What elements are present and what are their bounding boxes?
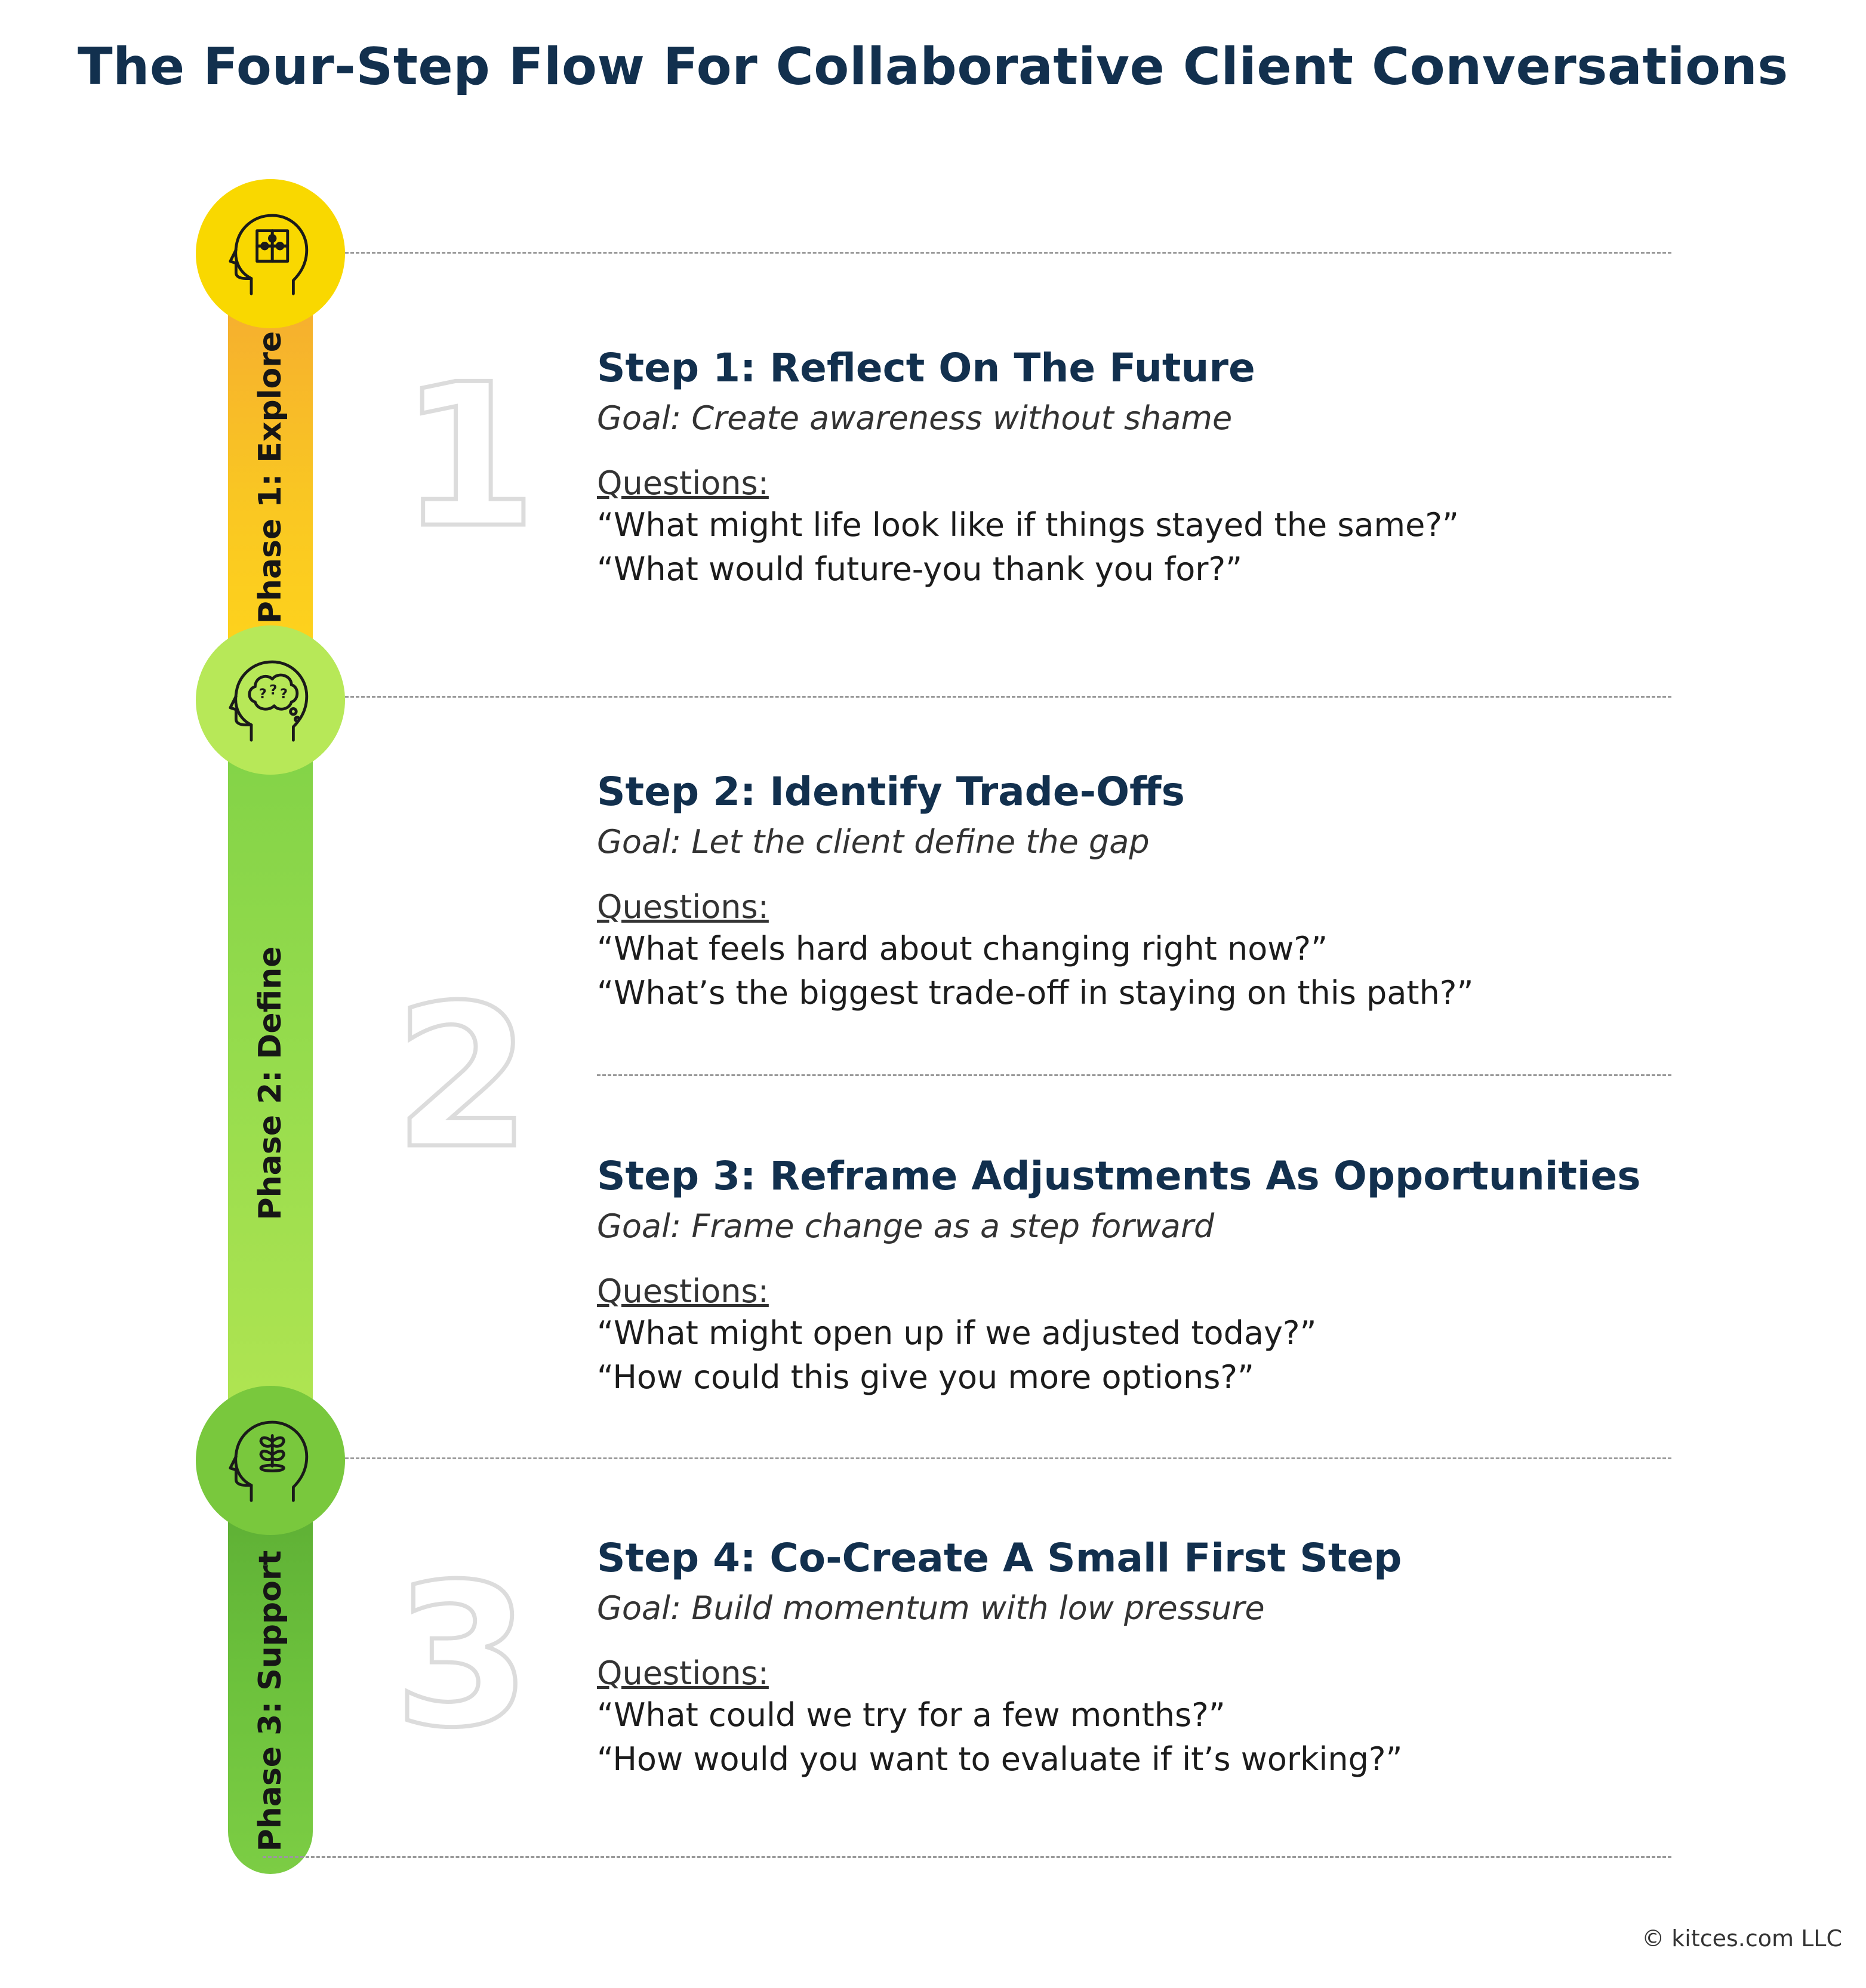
- questions-label: Questions:: [597, 1272, 769, 1310]
- divider: [345, 696, 1671, 698]
- head-puzzle-icon: [229, 214, 309, 295]
- divider: [345, 252, 1671, 254]
- question: “What might open up if we adjusted today…: [597, 1314, 1317, 1352]
- phase-circle-explore: [196, 179, 345, 328]
- phase-label-explore: Phase 1: Explore: [253, 331, 288, 624]
- step-2: Step 2: Identify Trade-Offs Goal: Let th…: [597, 769, 1767, 1016]
- head-sprout-icon: [229, 1420, 309, 1502]
- step-goal: Goal: Create awareness without shame: [597, 399, 1233, 437]
- phase-label-support: Phase 3: Support: [253, 1550, 288, 1852]
- step-goal: Goal: Frame change as a step forward: [597, 1207, 1215, 1245]
- step-3: Step 3: Reframe Adjustments As Opportuni…: [597, 1153, 1767, 1401]
- phase-bar-define: [228, 680, 313, 1444]
- phase-circle-support: [196, 1386, 345, 1535]
- question: “What’s the biggest trade-off in staying…: [597, 974, 1474, 1012]
- question: “What might life look like if things sta…: [597, 506, 1459, 544]
- step-goal: Goal: Build momentum with low pressure: [597, 1589, 1265, 1627]
- svg-text:?: ?: [280, 686, 288, 702]
- divider: [597, 1074, 1671, 1076]
- divider: [263, 1856, 1671, 1858]
- divider: [345, 1457, 1671, 1459]
- questions-label: Questions:: [597, 464, 769, 502]
- phase-number-3: 3: [392, 1542, 534, 1771]
- step-4: Step 4: Co-Create A Small First Step Goa…: [597, 1535, 1767, 1783]
- question: “What feels hard about changing right no…: [597, 930, 1328, 967]
- question: “What would future-you thank you for?”: [597, 550, 1243, 588]
- phase-circle-define: ???: [196, 625, 345, 775]
- question: “What could we try for a few months?”: [597, 1696, 1225, 1734]
- phase-number-2: 2: [392, 963, 534, 1192]
- phase-label-define: Phase 2: Define: [253, 946, 288, 1220]
- step-title: Step 4: Co-Create A Small First Step: [597, 1535, 1402, 1581]
- page-title: The Four-Step Flow For Collaborative Cli…: [78, 37, 1788, 97]
- step-title: Step 1: Reflect On The Future: [597, 345, 1255, 391]
- svg-text:?: ?: [259, 686, 267, 702]
- step-1: Step 1: Reflect On The Future Goal: Crea…: [597, 345, 1767, 593]
- step-goal: Goal: Let the client define the gap: [597, 823, 1150, 861]
- phase-number-1: 1: [398, 342, 540, 571]
- step-title: Step 2: Identify Trade-Offs: [597, 769, 1185, 815]
- question: “How could this give you more options?”: [597, 1358, 1254, 1396]
- svg-text:?: ?: [269, 682, 277, 698]
- questions-label: Questions:: [597, 1654, 769, 1692]
- step-title: Step 3: Reframe Adjustments As Opportuni…: [597, 1153, 1641, 1199]
- copyright-notice: © kitces.com LLC: [1642, 1925, 1842, 1952]
- head-question-icon: ???: [229, 660, 309, 742]
- question: “How would you want to evaluate if it’s …: [597, 1740, 1403, 1778]
- questions-label: Questions:: [597, 888, 769, 926]
